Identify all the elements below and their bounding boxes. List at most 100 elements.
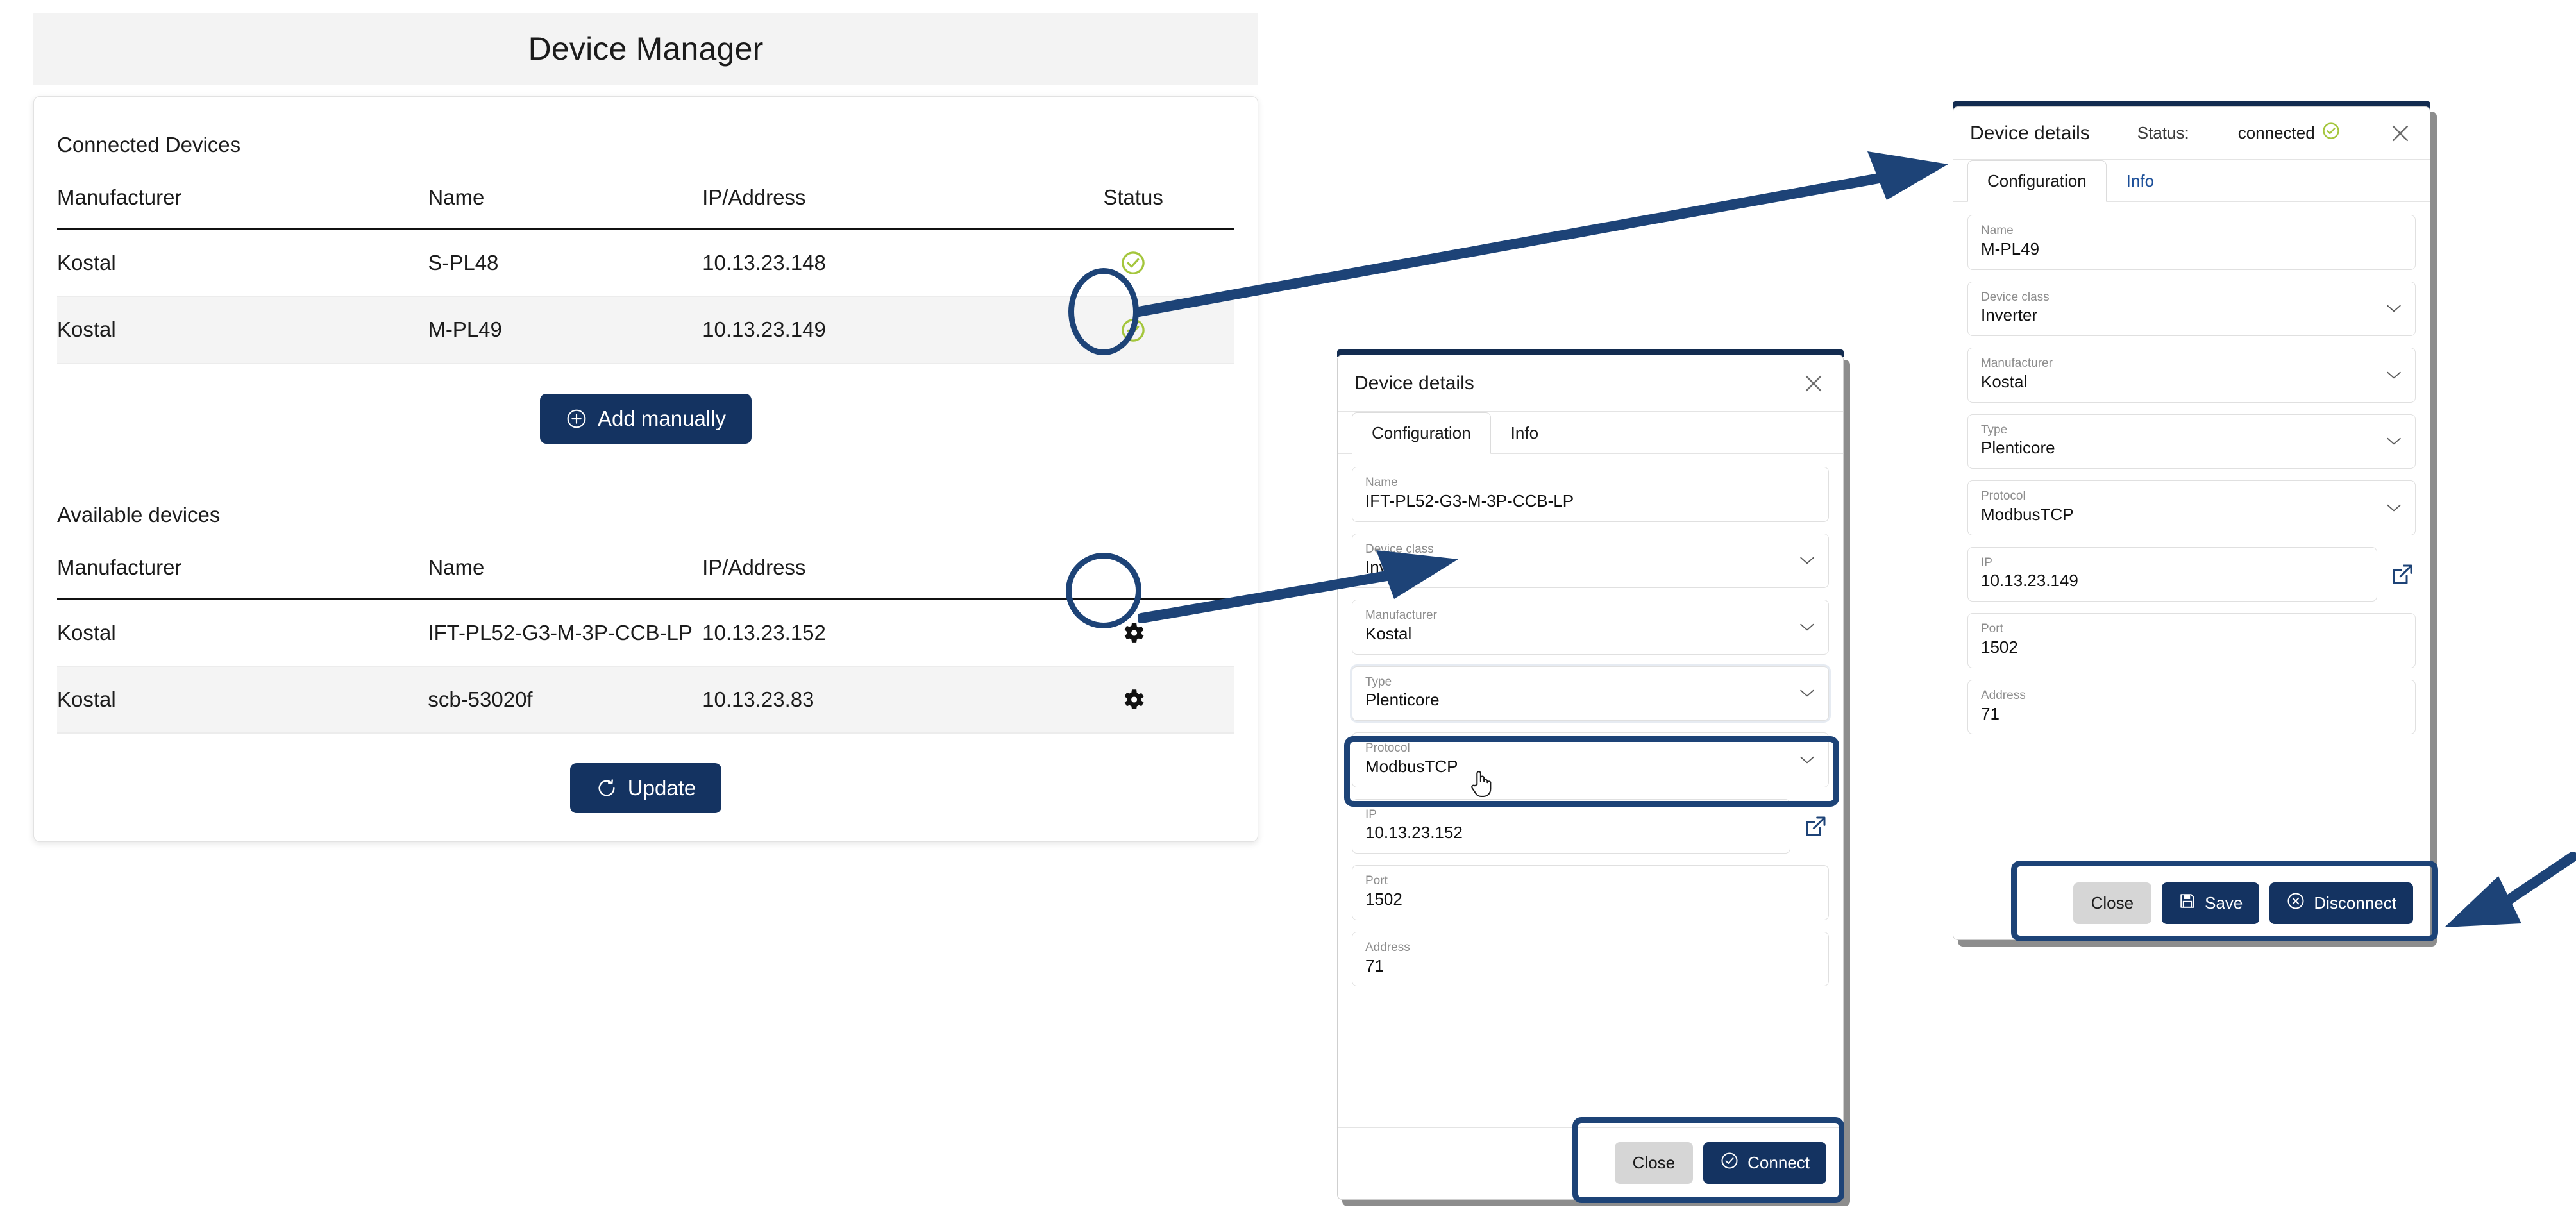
field-name[interactable]: Name IFT-PL52-G3-M-3P-CCB-LP [1352, 467, 1829, 522]
save-button[interactable]: Save [2162, 882, 2260, 924]
table-row[interactable]: Kostal S-PL48 10.13.23.148 [57, 229, 1234, 298]
tab-configuration[interactable]: Configuration [1967, 160, 2107, 202]
dialog-body: Name M-PL49 Device class Inverter Manufa… [1953, 202, 2430, 868]
field-value: 1502 [1981, 637, 2018, 657]
field-ip[interactable]: IP 10.13.23.152 [1352, 798, 1790, 854]
column-header-actions [1032, 533, 1234, 600]
plus-circle-icon [566, 408, 587, 430]
field-label: Name [1365, 476, 1398, 489]
field-port[interactable]: Port 1502 [1352, 865, 1829, 920]
update-button[interactable]: Update [569, 763, 722, 814]
field-value: 10.13.23.149 [1981, 571, 2078, 591]
dialog-tabs: Configuration Info [1953, 160, 2430, 202]
cell-status [1032, 229, 1234, 298]
circle-x-icon [2286, 891, 2305, 915]
status-label: Status: [2137, 123, 2189, 142]
annotation-arrow-status-to-dialog [1135, 151, 1948, 317]
cell-manufacturer: Kostal [57, 229, 428, 298]
field-value: Inverter [1365, 557, 1422, 577]
device-manager-header: Device Manager [33, 13, 1258, 85]
cell-status [1032, 296, 1234, 364]
available-devices-label: Available devices [57, 502, 221, 526]
field-address[interactable]: Address 71 [1352, 931, 1829, 987]
field-protocol[interactable]: Protocol ModbusTCP [1967, 480, 2416, 535]
field-device-class[interactable]: Device class Inverter [1352, 533, 1829, 589]
available-devices-table: Manufacturer Name IP/Address Kostal IFT-… [57, 533, 1234, 734]
check-circle-icon [1120, 249, 1147, 276]
annotation-arrow-to-disconnect [2445, 852, 2576, 927]
chevron-down-icon [2386, 503, 2402, 513]
field-label: Manufacturer [1365, 609, 1437, 623]
device-details-dialog-available: Device details Configuration Info Name I… [1337, 349, 1850, 1206]
field-type[interactable]: Type Plenticore [1352, 666, 1829, 721]
field-label: Port [1981, 622, 2003, 636]
table-row[interactable]: Kostal M-PL49 10.13.23.149 [57, 296, 1234, 364]
field-port[interactable]: Port 1502 [1967, 613, 2416, 668]
field-label: Manufacturer [1981, 357, 2053, 371]
column-header-ip-address: IP/Address [702, 164, 1032, 230]
close-button[interactable]: Close [1614, 1142, 1694, 1184]
dialog-title: Device details [1354, 372, 1474, 394]
external-link-icon[interactable] [2389, 561, 2416, 588]
dialog-title: Device details [1970, 122, 2090, 144]
column-header-manufacturer: Manufacturer [57, 164, 428, 230]
close-icon[interactable] [2387, 121, 2413, 146]
field-address[interactable]: Address 71 [1967, 679, 2416, 735]
field-value: Inverter [1981, 305, 2038, 325]
field-ip[interactable]: IP 10.13.23.149 [1967, 546, 2377, 602]
field-value: ModbusTCP [1981, 504, 2074, 524]
field-type[interactable]: Type Plenticore [1967, 414, 2416, 469]
cell-name: IFT-PL52-G3-M-3P-CCB-LP [428, 598, 703, 667]
external-link-icon[interactable] [1802, 813, 1829, 840]
add-manually-button[interactable]: Add manually [540, 393, 752, 444]
table-row[interactable]: Kostal IFT-PL52-G3-M-3P-CCB-LP 10.13.23.… [57, 598, 1234, 667]
cell-action [1032, 598, 1234, 667]
table-header-row: Manufacturer Name IP/Address Status [57, 164, 1234, 230]
field-label: Type [1365, 675, 1392, 689]
dialog-frame: Device details Configuration Info Name I… [1337, 355, 1844, 1200]
cell-ip: 10.13.23.83 [702, 666, 1032, 734]
tab-info[interactable]: Info [2126, 171, 2155, 190]
page-title: Device Manager [528, 31, 764, 67]
field-value: Kostal [1981, 371, 2028, 391]
table-row[interactable]: Kostal scb-53020f 10.13.23.83 [57, 666, 1234, 734]
field-label: Type [1981, 423, 2008, 437]
tab-configuration[interactable]: Configuration [1352, 412, 1491, 454]
cell-ip: 10.13.23.152 [702, 598, 1032, 667]
device-manager-panel: Device Manager Connected Devices Manufac… [33, 13, 1258, 843]
update-button-label: Update [627, 776, 696, 800]
disconnect-button[interactable]: Disconnect [2269, 882, 2413, 924]
field-label: Name [1981, 224, 2014, 237]
field-value: 1502 [1365, 889, 1402, 909]
field-protocol[interactable]: Protocol ModbusTCP [1352, 732, 1829, 787]
disconnect-button-label: Disconnect [2314, 893, 2396, 913]
dialog-header: Device details [1338, 355, 1843, 412]
cell-ip: 10.13.23.149 [702, 296, 1032, 364]
close-icon[interactable] [1801, 371, 1826, 396]
field-label: IP [1981, 555, 1992, 569]
cell-manufacturer: Kostal [57, 666, 428, 734]
field-label: Address [1365, 940, 1410, 954]
field-manufacturer[interactable]: Manufacturer Kostal [1967, 348, 2416, 403]
check-circle-icon[interactable] [1120, 317, 1147, 344]
status-value-text: connected [2237, 123, 2315, 142]
cell-name: M-PL49 [428, 296, 703, 364]
tab-info[interactable]: Info [1510, 423, 1539, 442]
column-header-manufacturer: Manufacturer [57, 533, 428, 600]
device-manager-card: Connected Devices Manufacturer Name IP/A… [33, 96, 1258, 843]
connect-button[interactable]: Connect [1703, 1142, 1826, 1184]
dialog-header: Device details Status: connected [1953, 107, 2430, 160]
close-button[interactable]: Close [2073, 882, 2152, 924]
check-circle-icon [2321, 121, 2341, 145]
field-ip-row: IP 10.13.23.152 [1352, 798, 1829, 854]
field-manufacturer[interactable]: Manufacturer Kostal [1352, 600, 1829, 655]
field-device-class[interactable]: Device class Inverter [1967, 281, 2416, 337]
gear-icon[interactable] [1120, 686, 1147, 713]
field-ip-row: IP 10.13.23.149 [1967, 546, 2416, 602]
dialog-body: Name IFT-PL52-G3-M-3P-CCB-LP Device clas… [1338, 454, 1843, 1127]
field-name[interactable]: Name M-PL49 [1967, 215, 2416, 270]
field-value: 71 [1981, 703, 1999, 723]
field-value: Kostal [1365, 623, 1412, 643]
gear-icon[interactable] [1120, 619, 1147, 646]
field-label: Device class [1365, 542, 1434, 556]
